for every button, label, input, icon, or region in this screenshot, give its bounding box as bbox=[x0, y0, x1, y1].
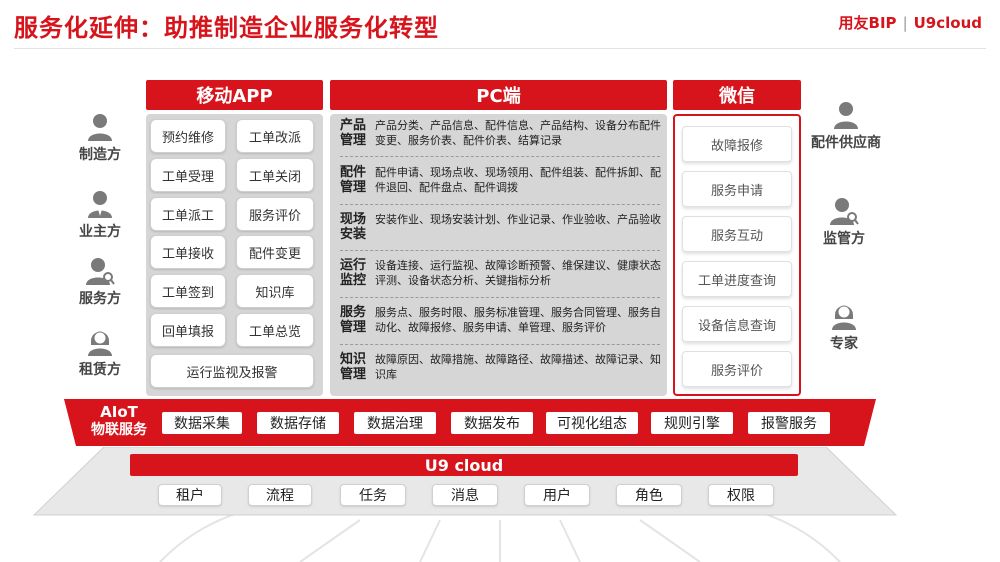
role-owner: 业主方 bbox=[68, 189, 132, 241]
role-label: 制造方 bbox=[79, 147, 121, 163]
wechat-button[interactable]: 服务申请 bbox=[682, 171, 792, 207]
mobile-button[interactable]: 工单签到 bbox=[150, 274, 226, 308]
pc-row: 知识管理 故障原因、故障措施、故障路径、故障描述、故障记录、知识库 bbox=[336, 352, 662, 382]
pc-panel: 产品管理 产品分类、产品信息、配件信息、产品结构、设备分布配件变更、服务价表、配… bbox=[330, 114, 667, 396]
role-lessor: 租赁方 bbox=[68, 327, 132, 379]
pc-row-key: 服务管理 bbox=[339, 305, 366, 335]
mobile-button[interactable]: 服务评价 bbox=[236, 197, 314, 231]
person-female-icon bbox=[832, 305, 856, 330]
wechat-button[interactable]: 服务互动 bbox=[682, 216, 792, 252]
iot-chip[interactable]: 规则引擎 bbox=[651, 412, 733, 434]
pc-row-value: 配件申请、现场点收、现场领用、配件组装、配件拆卸、配件退回、配件盘点、配件调拨 bbox=[375, 166, 661, 194]
iot-chip[interactable]: 数据发布 bbox=[451, 412, 533, 434]
pc-row-divider bbox=[340, 204, 660, 205]
wechat-button[interactable]: 设备信息查询 bbox=[682, 306, 792, 342]
role-label: 专家 bbox=[830, 336, 858, 352]
mobile-app-header: 移动APP bbox=[146, 80, 323, 110]
role-label: 监管方 bbox=[823, 231, 865, 247]
header-divider bbox=[14, 48, 986, 49]
base-chip[interactable]: 消息 bbox=[432, 484, 498, 506]
role-expert: 专家 bbox=[812, 301, 876, 353]
brand-logo: 用友BIP | U9cloud bbox=[839, 12, 982, 33]
iot-chip[interactable]: 报警服务 bbox=[748, 412, 830, 434]
person-search-icon bbox=[86, 258, 115, 285]
wechat-button[interactable]: 服务评价 bbox=[682, 351, 792, 387]
person-icon bbox=[88, 114, 112, 141]
base-chip[interactable]: 流程 bbox=[248, 484, 312, 506]
person-female-icon bbox=[88, 331, 112, 356]
iot-chip[interactable]: 数据治理 bbox=[354, 412, 436, 434]
mobile-button[interactable]: 工单接收 bbox=[150, 235, 226, 269]
pc-row-value: 故障原因、故障措施、故障路径、故障描述、故障记录、知识库 bbox=[375, 353, 661, 381]
role-label: 服务方 bbox=[79, 291, 121, 307]
wechat-header: 微信 bbox=[673, 80, 801, 110]
role-label: 配件供应商 bbox=[811, 135, 881, 151]
role-regulator: 监管方 bbox=[812, 196, 876, 248]
role-label: 租赁方 bbox=[79, 362, 121, 378]
base-chip[interactable]: 权限 bbox=[708, 484, 774, 506]
mobile-button[interactable]: 知识库 bbox=[236, 274, 314, 308]
pc-row-key: 现场安装 bbox=[339, 212, 366, 242]
pc-row: 运行监控 设备连接、运行监视、故障诊断预警、维保建议、健康状态评测、设备状态分析… bbox=[336, 258, 662, 288]
aiot-label-line2: 物联服务 bbox=[91, 422, 147, 438]
person-suit-icon bbox=[88, 191, 112, 218]
iot-chip[interactable]: 可视化组态 bbox=[546, 412, 638, 434]
pc-row-key: 配件管理 bbox=[339, 165, 366, 195]
base-chip[interactable]: 用户 bbox=[524, 484, 590, 506]
base-chip[interactable]: 任务 bbox=[340, 484, 406, 506]
brand-u9cloud: U9cloud bbox=[913, 14, 982, 32]
pc-row: 服务管理 服务点、服务时限、服务标准管理、服务合同管理、服务自动化、故障报修、服… bbox=[336, 305, 662, 335]
base-chip[interactable]: 角色 bbox=[616, 484, 682, 506]
mobile-button[interactable]: 工单受理 bbox=[150, 158, 226, 192]
mobile-wide-button[interactable]: 运行监视及报警 bbox=[150, 354, 314, 388]
pc-row-value: 服务点、服务时限、服务标准管理、服务合同管理、服务自动化、故障报修、服务申请、单… bbox=[375, 306, 661, 334]
wechat-button[interactable]: 故障报修 bbox=[682, 126, 792, 162]
aiot-label: AIoT 物联服务 bbox=[80, 403, 158, 439]
pc-row-value: 产品分类、产品信息、配件信息、产品结构、设备分布配件变更、服务价表、配件价表、结… bbox=[375, 119, 661, 147]
mobile-app-panel: 预约维修 工单改派 工单受理 工单关闭 工单派工 服务评价 工单接收 配件变更 … bbox=[146, 114, 323, 396]
mobile-button[interactable]: 预约维修 bbox=[150, 119, 226, 153]
mobile-button[interactable]: 配件变更 bbox=[236, 235, 314, 269]
role-parts-supplier: 配件供应商 bbox=[808, 100, 884, 152]
person-search-icon bbox=[830, 198, 859, 225]
base-chip[interactable]: 租户 bbox=[158, 484, 222, 506]
mobile-button[interactable]: 工单派工 bbox=[150, 197, 226, 231]
pc-row-value: 设备连接、运行监视、故障诊断预警、维保建议、健康状态评测、设备状态分析、关键指标… bbox=[375, 259, 661, 287]
pc-row-key: 运行监控 bbox=[339, 258, 366, 288]
pc-row-divider bbox=[340, 344, 660, 345]
mobile-button[interactable]: 工单改派 bbox=[236, 119, 314, 153]
role-manufacturer: 制造方 bbox=[68, 112, 132, 164]
wechat-panel: 故障报修 服务申请 服务互动 工单进度查询 设备信息查询 服务评价 bbox=[673, 114, 801, 396]
pc-row-divider bbox=[340, 250, 660, 251]
wechat-button[interactable]: 工单进度查询 bbox=[682, 261, 792, 297]
page-title: 服务化延伸：助推制造企业服务化转型 bbox=[14, 14, 439, 42]
brand-bip: 用友BIP bbox=[838, 14, 897, 32]
aiot-label-line1: AIoT bbox=[100, 403, 138, 421]
pc-row-key: 产品管理 bbox=[339, 118, 366, 148]
pc-row-key: 知识管理 bbox=[339, 352, 366, 382]
mobile-button[interactable]: 工单总览 bbox=[236, 313, 314, 347]
pc-row: 现场安装 安装作业、现场安装计划、作业记录、作业验收、产品验收 bbox=[336, 212, 662, 242]
pc-row-divider bbox=[340, 156, 660, 157]
pc-row: 产品管理 产品分类、产品信息、配件信息、产品结构、设备分布配件变更、服务价表、配… bbox=[336, 118, 662, 148]
mobile-button[interactable]: 回单填报 bbox=[150, 313, 226, 347]
person-icon bbox=[834, 102, 858, 129]
brand-separator: | bbox=[902, 14, 908, 32]
iot-chip[interactable]: 数据存储 bbox=[257, 412, 339, 434]
mobile-button[interactable]: 工单关闭 bbox=[236, 158, 314, 192]
pc-row: 配件管理 配件申请、现场点收、现场领用、配件组装、配件拆卸、配件退回、配件盘点、… bbox=[336, 165, 662, 195]
role-label: 业主方 bbox=[79, 224, 121, 240]
pc-header: PC端 bbox=[330, 80, 667, 110]
pc-row-value: 安装作业、现场安装计划、作业记录、作业验收、产品验收 bbox=[375, 213, 661, 226]
iot-chip[interactable]: 数据采集 bbox=[162, 412, 242, 434]
u9-cloud-bar: U9 cloud bbox=[130, 454, 798, 476]
pc-row-divider bbox=[340, 297, 660, 298]
role-service-provider: 服务方 bbox=[68, 256, 132, 308]
